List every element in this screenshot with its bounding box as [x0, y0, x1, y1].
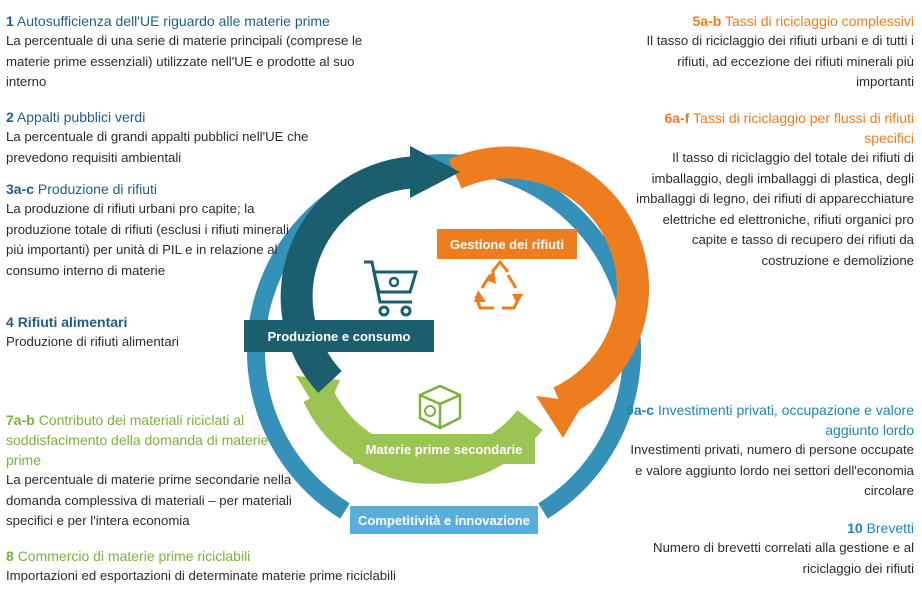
- indicator-description: Il tasso di riciclaggio del totale dei r…: [636, 150, 914, 268]
- outer-ring: [247, 154, 641, 519]
- indicator-title: 3a-c Produzione di rifiuti: [6, 179, 306, 199]
- indicator-description: La percentuale di materie prime secondar…: [6, 472, 292, 528]
- indicator-description: Investimenti privati, numero di persone …: [630, 442, 914, 498]
- indicator-description: Il tasso di riciclaggio dei rifiuti urba…: [646, 33, 914, 89]
- secondary-raw-materials-label: Materie prime secondarie: [353, 434, 535, 464]
- indicator-title-text: Investimenti privati, occupazione e valo…: [657, 402, 914, 438]
- indicator-title: 5a-b Tassi di riciclaggio complessivi: [634, 11, 915, 31]
- indicator-title-text: Autosufficienza dell'UE riguardo alle ma…: [16, 13, 330, 29]
- indicator-description: La percentuale di una serie di materie p…: [6, 33, 363, 89]
- indicator-title-text: Tassi di riciclaggio complessivi: [724, 13, 914, 29]
- indicator-5-block: 5a-b Tassi di riciclaggio complessivi Il…: [634, 11, 914, 93]
- indicator-description: Importazioni ed esportazioni di determin…: [6, 568, 396, 583]
- indicator-title-text: Produzione di rifiuti: [37, 181, 157, 197]
- recycled-box-icon: [418, 384, 462, 430]
- indicator-number: 10: [847, 520, 863, 536]
- indicator-title: 8 Commercio di materie prime riciclabili: [6, 546, 406, 566]
- indicator-number: 8: [6, 548, 14, 564]
- waste-management-label: Gestione dei rifiuti: [437, 229, 577, 259]
- indicator-number: 4: [6, 314, 14, 330]
- indicator-title: 9a-c Investimenti privati, occupazione e…: [624, 400, 914, 440]
- indicator-title: 1 Autosufficienza dell'UE riguardo alle …: [6, 11, 391, 31]
- indicator-description: Produzione di rifiuti alimentari: [6, 334, 179, 349]
- indicator-1-block: 1 Autosufficienza dell'UE riguardo alle …: [6, 11, 391, 93]
- indicator-title-text: Contributo dei materiali riciclati al so…: [6, 412, 269, 468]
- waste-arrowhead: [536, 396, 584, 438]
- indicator-2-block: 2 Appalti pubblici verdi La percentuale …: [6, 107, 366, 168]
- indicator-8-block: 8 Commercio di materie prime riciclabili…: [6, 546, 406, 587]
- waste-arc: [448, 146, 649, 417]
- indicator-description: Numero di brevetti correlati alla gestio…: [653, 540, 914, 576]
- indicator-title-text: Rifiuti alimentari: [17, 314, 128, 330]
- indicator-description: La percentuale di grandi appalti pubblic…: [6, 129, 309, 165]
- indicator-title-text: Appalti pubblici verdi: [16, 109, 146, 125]
- indicator-number: 1: [6, 13, 14, 29]
- indicator-number: 6a-f: [664, 110, 690, 126]
- competitiveness-innovation-label: Competitività e innovazione: [350, 506, 538, 534]
- recycle-icon: [474, 260, 524, 310]
- indicator-title-text: Commercio di materie prime riciclabili: [17, 548, 251, 564]
- secondary-arrowhead: [296, 376, 340, 420]
- indicator-title: 4 Rifiuti alimentari: [6, 312, 306, 332]
- indicator-10-block: 10 Brevetti Numero di brevetti correlati…: [624, 518, 914, 579]
- indicator-title: 2 Appalti pubblici verdi: [6, 107, 366, 127]
- production-arrowhead: [410, 146, 460, 198]
- indicator-6-block: 6a-f Tassi di riciclaggio per flussi di …: [624, 108, 914, 271]
- indicator-number: 2: [6, 109, 14, 125]
- shopping-cart-icon: [364, 260, 419, 317]
- production-consumption-label: Produzione e consumo: [244, 320, 434, 352]
- indicator-number: 5a-b: [692, 13, 722, 29]
- indicator-4-block: 4 Rifiuti alimentari Produzione di rifiu…: [6, 312, 306, 353]
- indicator-9-block: 9a-c Investimenti privati, occupazione e…: [624, 400, 914, 502]
- indicator-title: 6a-f Tassi di riciclaggio per flussi di …: [624, 108, 914, 148]
- indicator-number: 7a-b: [6, 412, 35, 428]
- indicator-number: 9a-c: [626, 402, 655, 418]
- indicator-7-block: 7a-b Contributo dei materiali riciclati …: [6, 410, 306, 532]
- indicator-description: La produzione di rifiuti urbani pro capi…: [6, 201, 289, 278]
- indicator-title: 10 Brevetti: [624, 518, 914, 538]
- indicator-title-text: Brevetti: [866, 520, 914, 536]
- indicator-3-block: 3a-c Produzione di rifiuti La produzione…: [6, 179, 306, 281]
- indicator-number: 3a-c: [6, 181, 35, 197]
- indicator-title-text: Tassi di riciclaggio per flussi di rifiu…: [693, 110, 914, 146]
- indicator-title: 7a-b Contributo dei materiali riciclati …: [6, 410, 306, 470]
